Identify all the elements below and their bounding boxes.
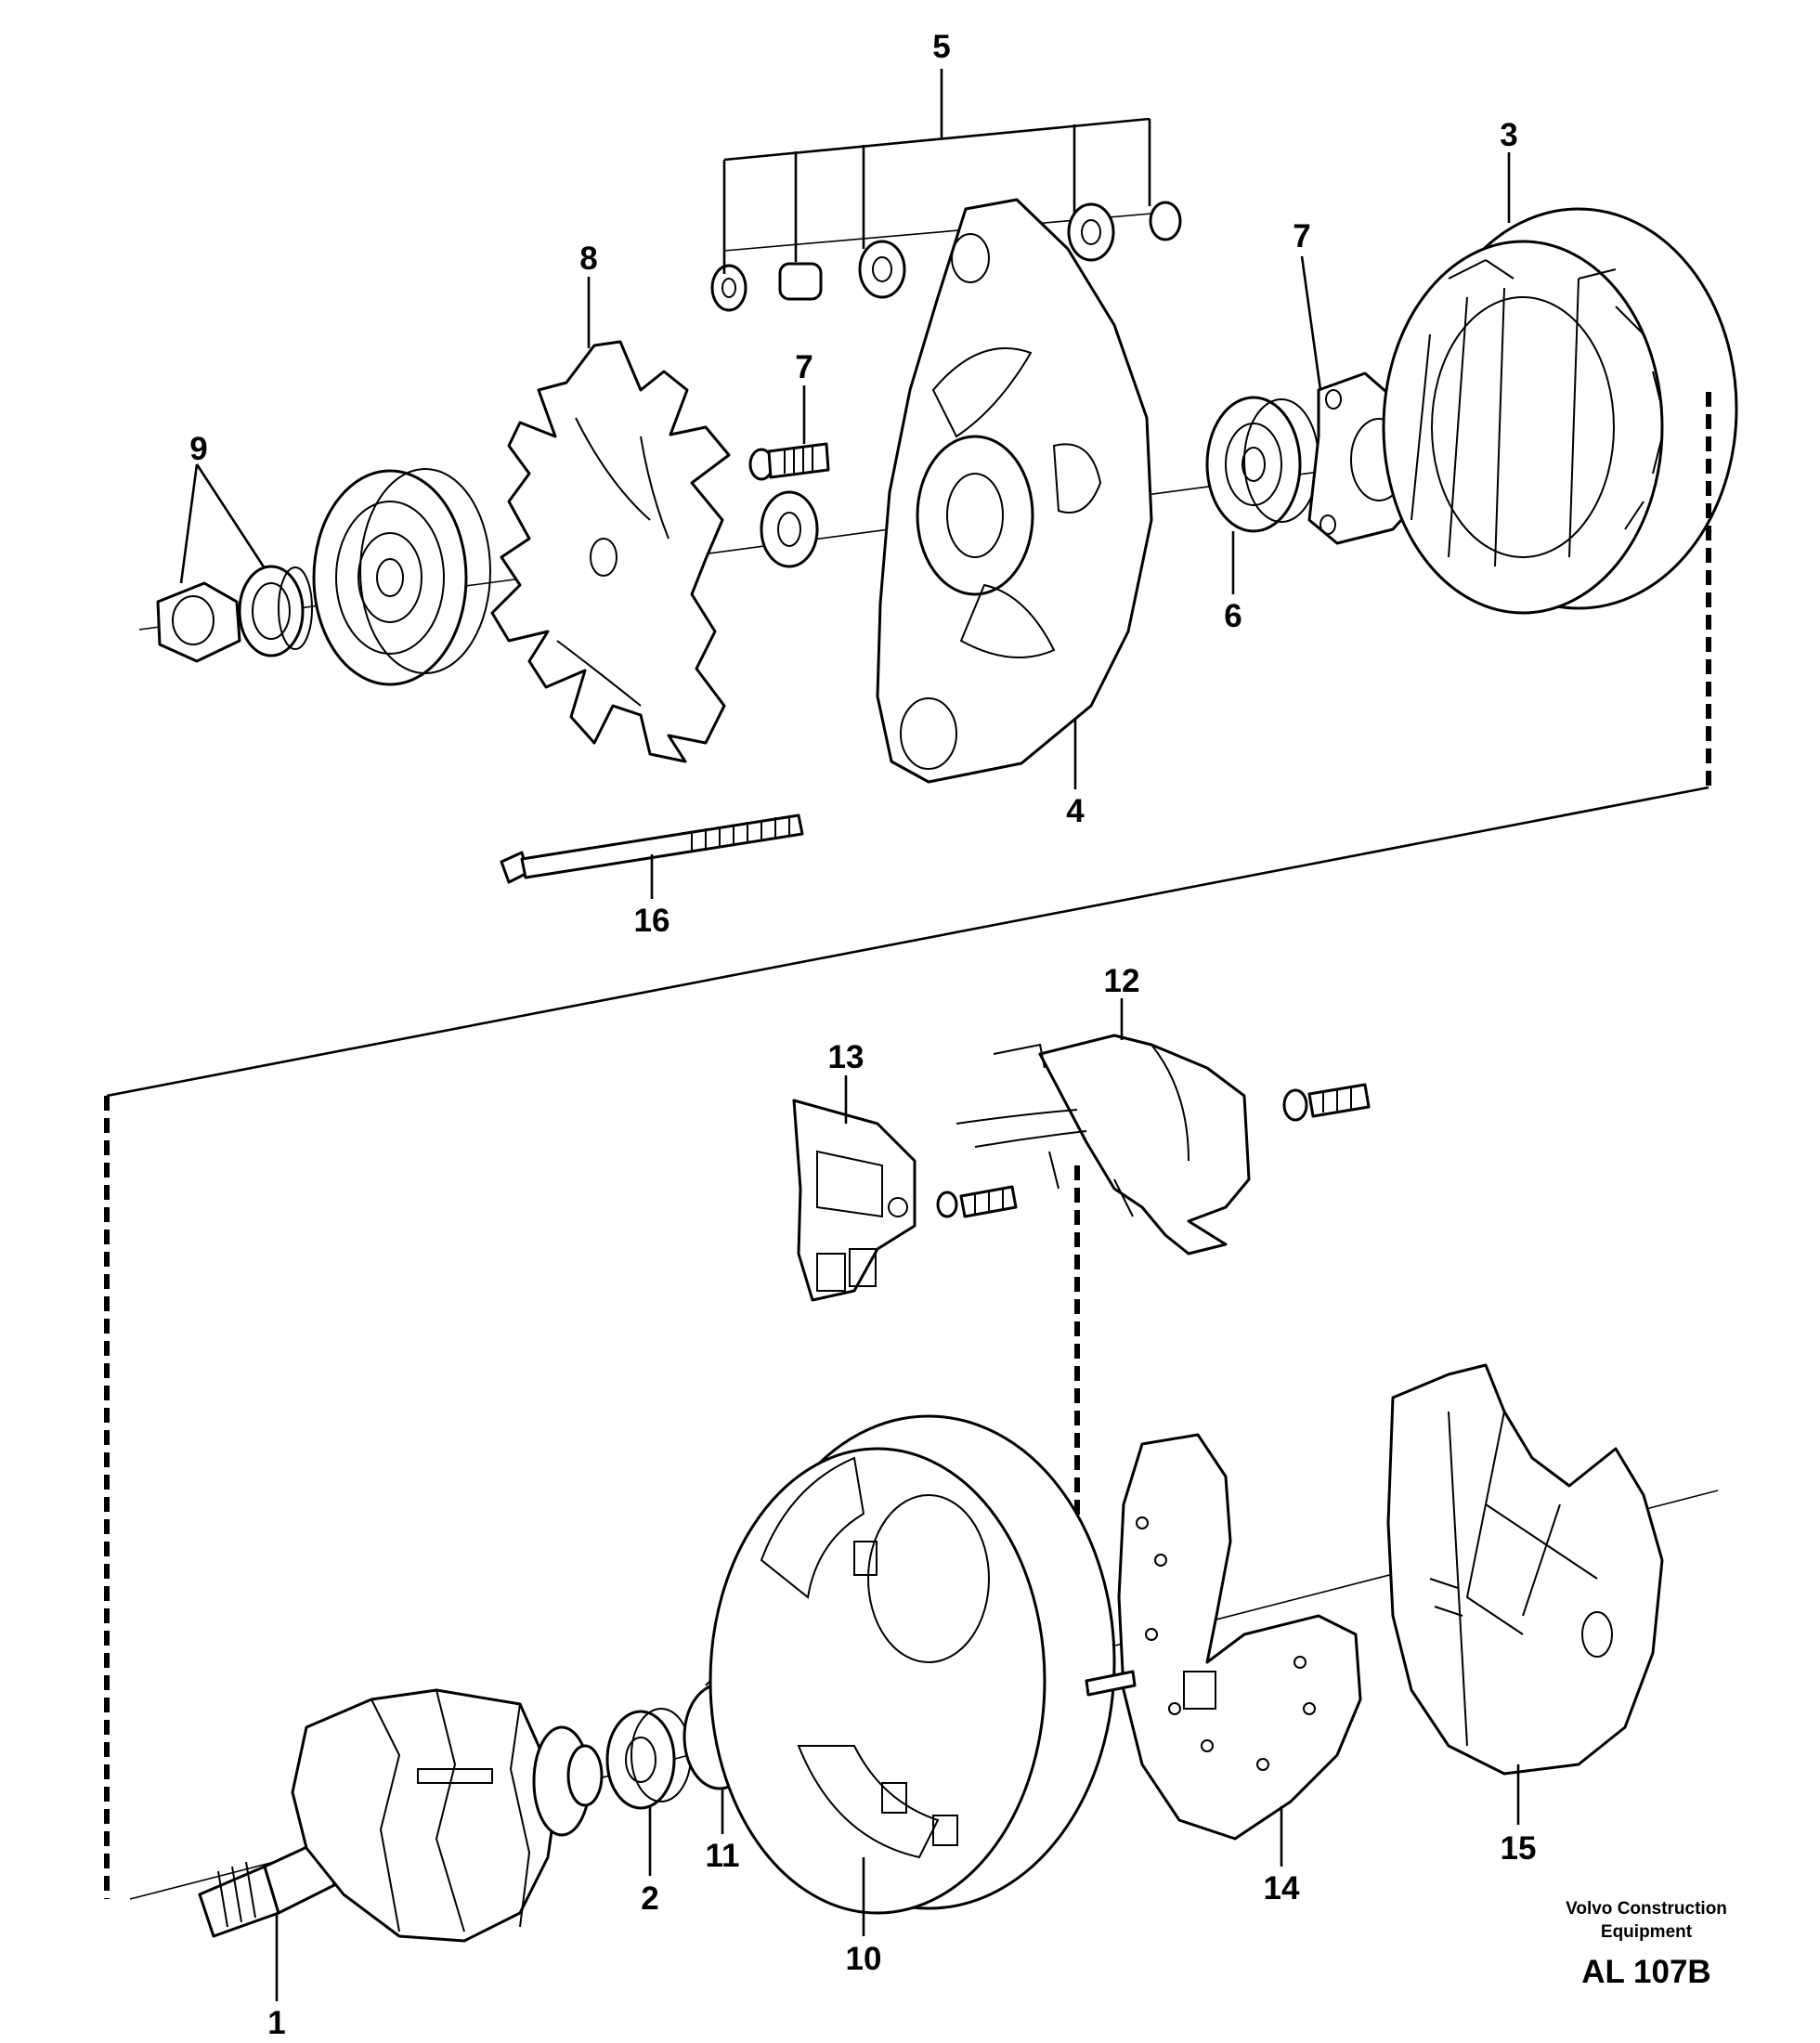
voltage-regulator-13 [792,1099,1018,1302]
callout-labels: 5 3 7 8 7 9 6 4 16 12 13 15 14 11 2 10 1 [189,29,1536,2041]
callout-9: 9 [189,431,207,467]
leader-lines [275,152,1520,2001]
stator-3 [1382,207,1738,615]
callout-11: 11 [706,1838,740,1874]
callout-5: 5 [932,29,950,65]
fastener-set-5 [710,201,1182,312]
callout-7-bearing-plate: 7 [1293,218,1310,254]
callout-7-screw: 7 [795,349,812,385]
pulley [312,468,491,686]
callout-2: 2 [641,1880,658,1917]
drawing-id: AL 107B [1581,1954,1710,1990]
callout-16: 16 [634,903,670,939]
fan-8 [490,340,731,763]
callout-1: 1 [267,2005,285,2041]
callout-6: 6 [1224,598,1242,634]
lower-assembly [129,1034,1719,1943]
nut-and-washer-9 [156,565,313,663]
ball-bearing-6 [1205,396,1320,533]
callout-8: 8 [579,241,597,277]
callout-14: 14 [1264,1870,1300,1906]
upper-assembly [138,69,1738,884]
callout-13: 13 [828,1039,864,1075]
callout-3: 3 [1500,117,1517,153]
slip-ring-end-shield-10 [708,1414,1116,1915]
callout-12: 12 [1104,963,1140,999]
rear-bearing-2 [605,1708,692,1810]
screw-7 [748,442,830,481]
rectifier-14 [1085,1433,1362,1841]
publisher-line-1: Volvo Construction [1566,1899,1727,1919]
callout-10: 10 [846,1941,882,1977]
regulator-12 [956,1034,1371,1256]
cover-15 [1386,1363,1664,1776]
rotor-1 [198,1688,604,1943]
publisher-block: Volvo Construction Equipment AL 107B [1566,1899,1727,1990]
connection-lines [104,392,1711,1899]
callout-15: 15 [1501,1830,1537,1867]
drive-end-shield-4 [876,198,1153,784]
spacer [760,490,819,568]
through-bolt-16 [500,813,804,884]
callout-4: 4 [1066,793,1085,829]
publisher-line-2: Equipment [1601,1922,1693,1942]
